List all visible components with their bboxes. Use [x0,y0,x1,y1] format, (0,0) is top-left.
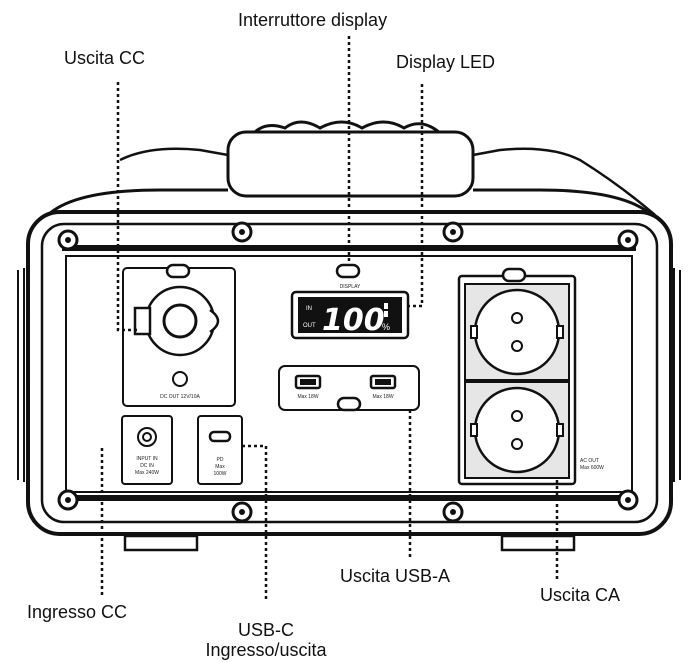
dc-small-port [172,371,188,387]
label-usb-c-line2: Ingresso/uscita [205,640,327,660]
ac-button [501,267,527,283]
usb-button [336,396,362,412]
display-button-label: DISPLAY [340,284,361,290]
ac-socket-bottom [473,386,561,474]
usb-a-right-caption: Max 18W [372,394,393,400]
usbc-line3: 100W [213,471,226,477]
label-dc-out: Uscita CC [64,48,146,68]
battery-icon [384,303,388,317]
usbc-line2: Max [215,464,225,470]
usbc-line1: PD [217,457,224,463]
label-usb-c: USB-C Ingresso/uscita [196,620,336,660]
ac-out-module [457,267,577,486]
dc-in-module [121,415,173,485]
usb-a-module [278,365,420,412]
leader-lines [100,36,559,600]
display-button[interactable] [335,263,361,279]
label-dc-in: Ingresso CC [27,602,128,622]
ac-line1: AC OUT [580,458,599,464]
lcd-in-label: IN [306,306,312,312]
label-ac-out: Uscita CA [540,585,621,605]
lcd-value: 100 [322,303,385,338]
ac-line2: Max 600W [580,465,604,471]
lcd-percent: % [382,322,390,332]
label-usb-a-out: Uscita USB-A [340,566,451,586]
label-usb-c-line1: USB-C [237,620,294,640]
dc-out-caption: DC OUT 12V/10A [160,394,200,400]
dc-out-button [165,263,191,279]
dc-in-line1: INPUT IN [136,456,158,462]
dc-in-line3: Max 240W [135,470,159,476]
lcd-out-label: OUT [303,323,316,329]
usb-a-left-caption: Max 18W [297,394,318,400]
dc-out-module [122,263,236,407]
carry-handle [226,120,475,198]
ac-socket-top [473,288,561,376]
usb-c-port [208,430,232,443]
usb-c-module [197,415,243,485]
label-led-display: Display LED [396,52,496,72]
dc-in-line2: DC IN [140,463,154,469]
label-display-switch: Interruttore display [238,10,388,30]
